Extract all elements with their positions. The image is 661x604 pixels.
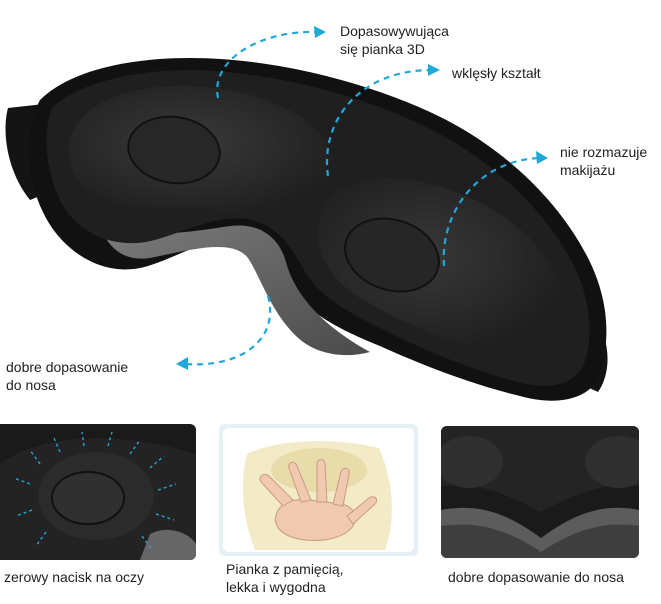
arrow-nose: [185, 295, 272, 366]
callout-makeup: nie rozmazuje makijażu: [560, 143, 647, 179]
nose-fit-image: [441, 426, 639, 558]
callout-makeup-line2: makijażu: [560, 162, 616, 178]
callout-foam-3d-line2: się pianka 3D: [340, 41, 425, 57]
caption-nose-fit: dobre dopasowanie do nosa: [448, 569, 624, 585]
mask-inner-lining: [100, 225, 370, 356]
arrowhead-foam: [314, 26, 326, 38]
right-eye-cup: [344, 217, 440, 293]
thumb-nose-fit: [441, 426, 639, 558]
arrow-concave: [325, 68, 433, 177]
arrow-makeup: [442, 156, 541, 267]
callout-arrows: [185, 30, 541, 366]
hand-shape: [259, 459, 378, 541]
caption-memory-foam: Pianka z pamięcią, lekka i wygodna: [226, 560, 344, 596]
callout-nose-fit-line2: do nosa: [6, 377, 56, 393]
callout-concave: wklęsły kształt: [452, 64, 541, 82]
pressure-lines: [13, 431, 177, 551]
memory-foam-image: [219, 424, 418, 556]
arrowhead-nose: [176, 357, 188, 370]
caption-zero-pressure: zerowy nacisk na oczy: [4, 569, 145, 585]
zero-pressure-image: [0, 424, 196, 560]
sleep-mask-main-image: [5, 26, 608, 401]
caption-memory-foam-line2: lekka i wygodna: [226, 579, 326, 595]
arrow-heads: [176, 26, 548, 370]
caption-memory-foam-line1: Pianka z pamięcią,: [226, 561, 344, 577]
arrowhead-concave: [428, 64, 440, 76]
callout-nose-fit: dobre dopasowanie do nosa: [6, 358, 128, 394]
callout-makeup-line1: nie rozmazuje: [560, 144, 648, 160]
callout-concave-line: wklęsły kształt: [452, 65, 541, 81]
arrowhead-makeup: [536, 151, 548, 164]
arrow-foam: [216, 30, 319, 99]
callout-nose-fit-line1: dobre dopasowanie: [6, 359, 129, 375]
thumb-memory-foam: [219, 424, 418, 556]
thumb-zero-pressure: [0, 424, 196, 560]
left-eye-cup: [127, 115, 221, 185]
callout-foam-3d: Dopasowywująca się pianka 3D: [340, 22, 449, 58]
callout-foam-3d-line1: Dopasowywująca: [340, 23, 449, 39]
